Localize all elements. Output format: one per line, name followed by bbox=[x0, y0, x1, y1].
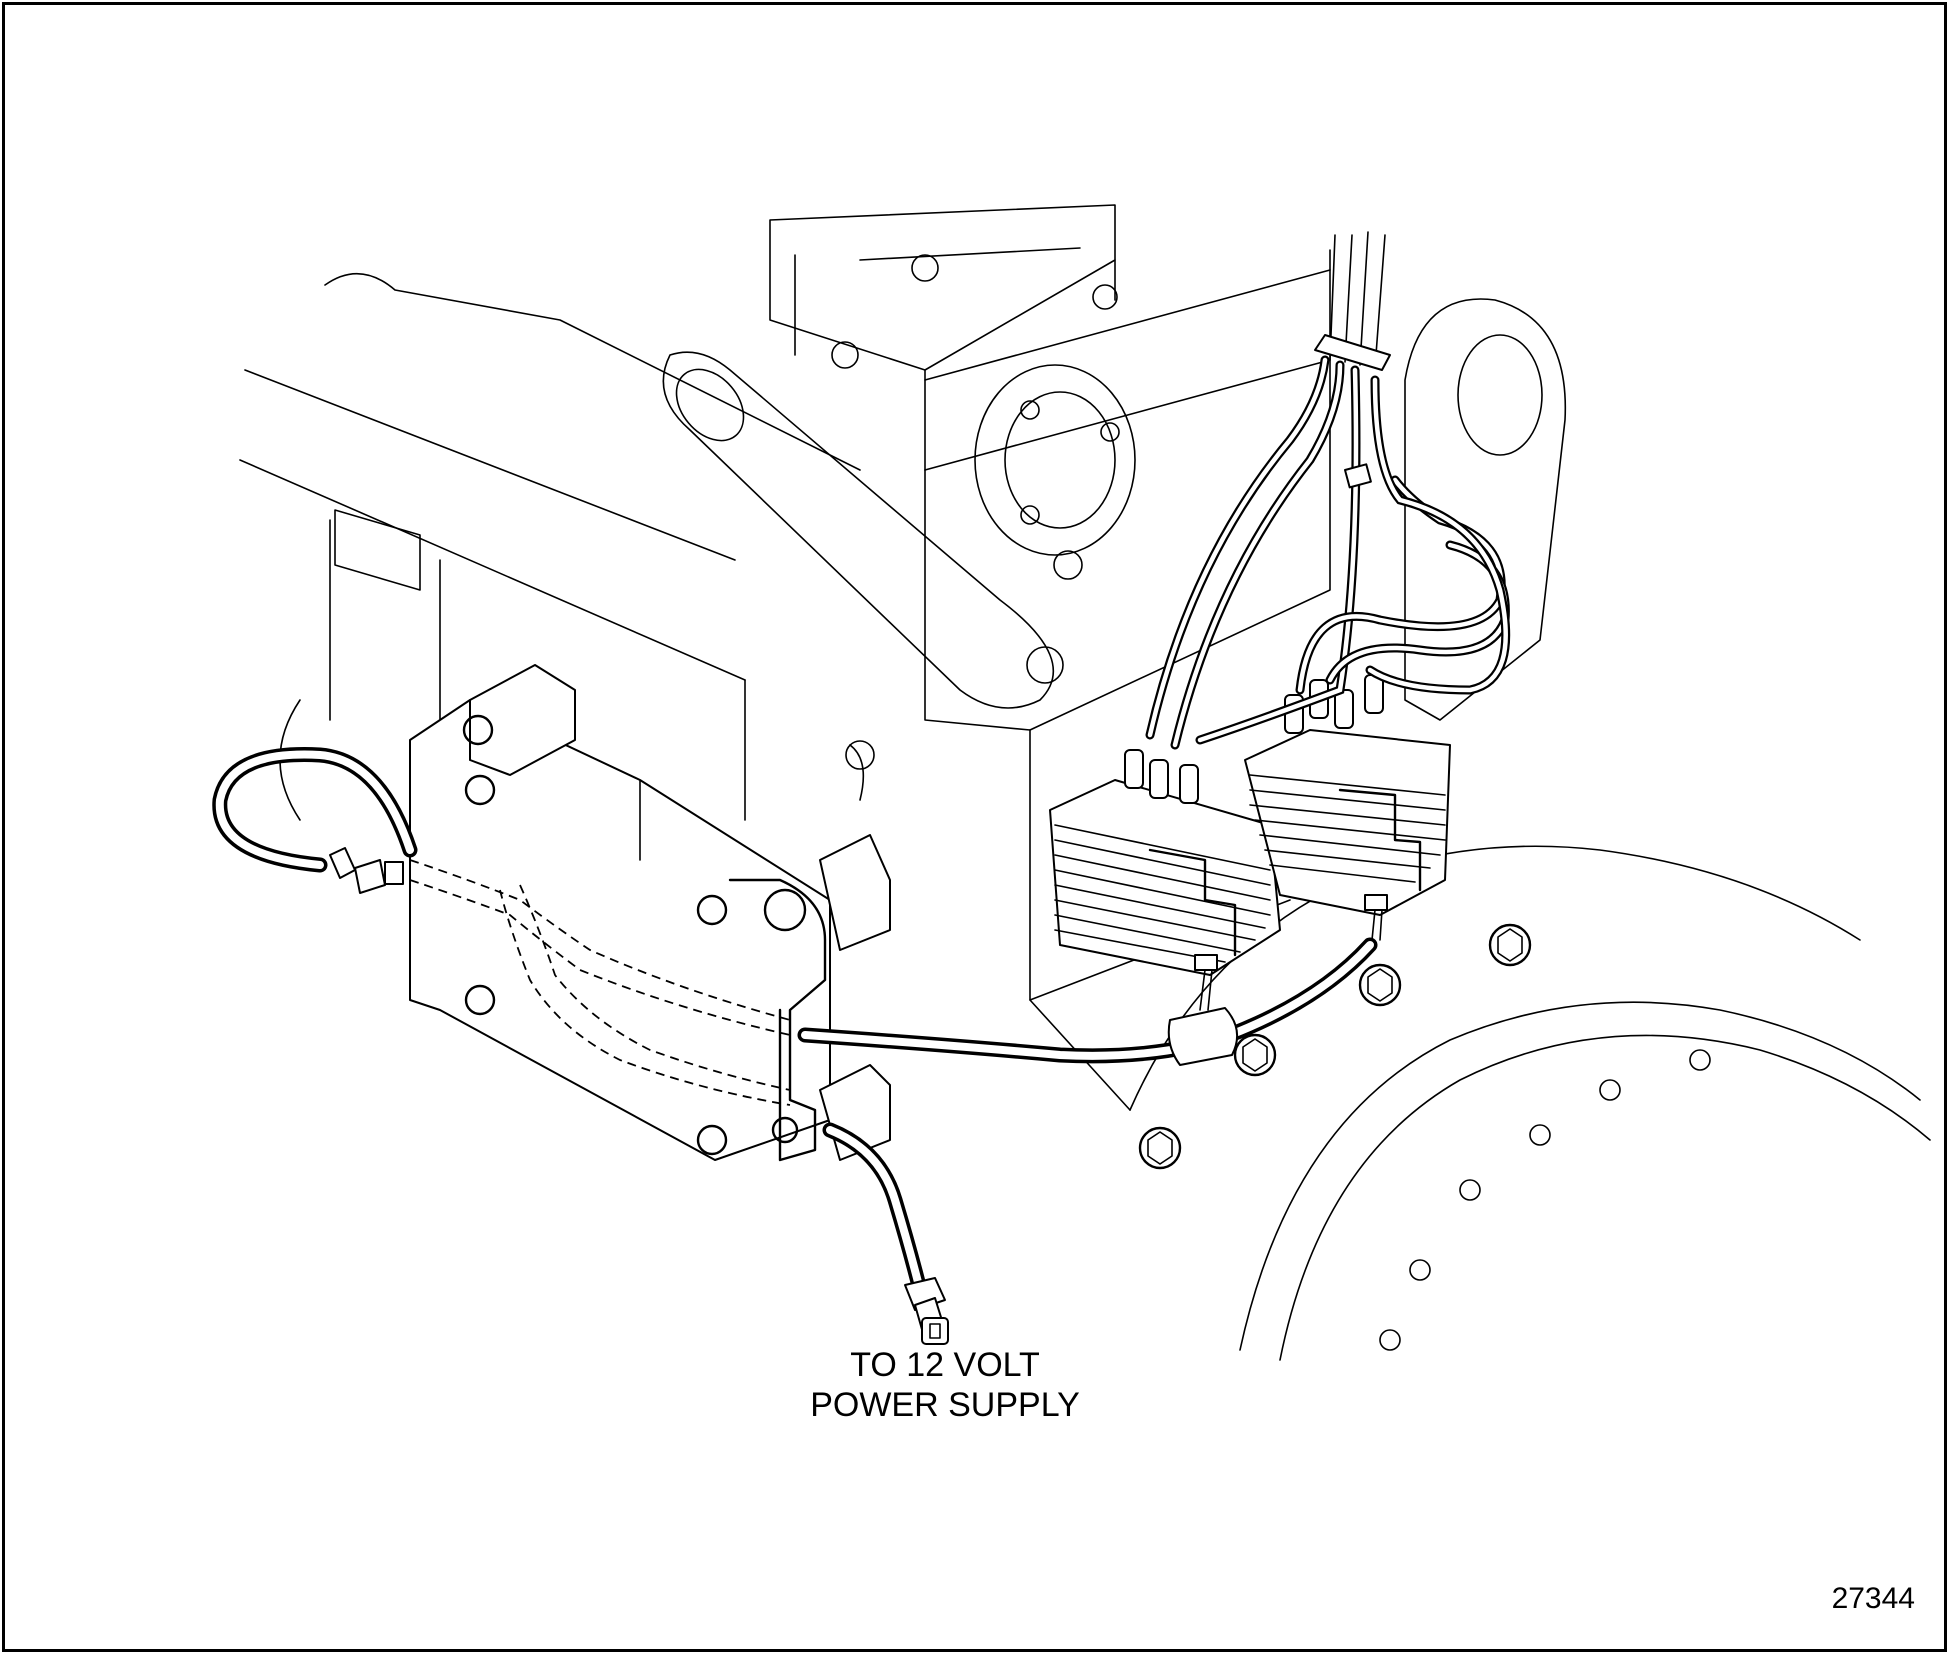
ignition-module bbox=[409, 664, 891, 1162]
ignition-coils bbox=[1049, 674, 1451, 1011]
callout-line-1: TO 12 VOLT bbox=[850, 1346, 1040, 1384]
flywheel-housing bbox=[1129, 845, 1931, 1361]
figure-number: 27344 bbox=[1831, 1582, 1915, 1615]
wiring-harness bbox=[212, 747, 1378, 1345]
callout-line-2: POWER SUPPLY bbox=[810, 1386, 1080, 1424]
spark-plug-wires bbox=[1145, 231, 1511, 750]
power-supply-callout: TO 12 VOLT POWER SUPPLY bbox=[680, 1345, 1210, 1425]
engine-block bbox=[239, 204, 1567, 1111]
